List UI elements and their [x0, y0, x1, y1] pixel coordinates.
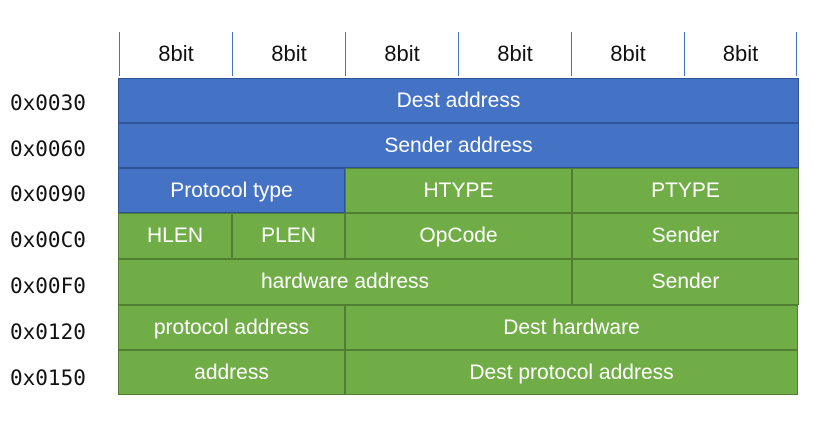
column-header: 8bit: [345, 32, 458, 76]
field-plen: PLEN: [232, 213, 345, 259]
column-header: 8bit: [458, 32, 571, 76]
column-header: 8bit: [119, 32, 232, 76]
field-dest-protocol-address: Dest protocol address: [345, 350, 798, 395]
row-offset-label: 0x0060: [10, 137, 86, 161]
column-header: 8bit: [684, 32, 797, 76]
row-offset-label: 0x0120: [10, 320, 86, 344]
field-ptype: PTYPE: [572, 168, 799, 213]
field-dest-hw-rest: address: [118, 350, 345, 395]
field-htype: HTYPE: [345, 168, 572, 213]
field-opcode: OpCode: [345, 213, 572, 259]
field-sender-hw-start: Sender: [572, 213, 799, 259]
row-offset-label: 0x00F0: [10, 274, 86, 298]
field-sender-proto-rest: protocol address: [118, 305, 345, 350]
column-header: 8bit: [571, 32, 684, 76]
row-offset-label: 0x00C0: [10, 228, 86, 252]
field-dest-hardware: Dest hardware: [345, 305, 798, 350]
field-sender-address: Sender address: [118, 123, 799, 168]
field-dest-address: Dest address: [118, 78, 799, 123]
field-hlen: HLEN: [118, 213, 232, 259]
column-header: 8bit: [232, 32, 345, 76]
field-sender-hw-rest: hardware address: [118, 259, 572, 305]
row-offset-label: 0x0150: [10, 366, 86, 390]
row-offset-label: 0x0090: [10, 182, 86, 206]
field-sender-proto-start: Sender: [572, 259, 799, 305]
row-offset-label: 0x0030: [10, 91, 86, 115]
field-protocol-type: Protocol type: [118, 168, 345, 213]
